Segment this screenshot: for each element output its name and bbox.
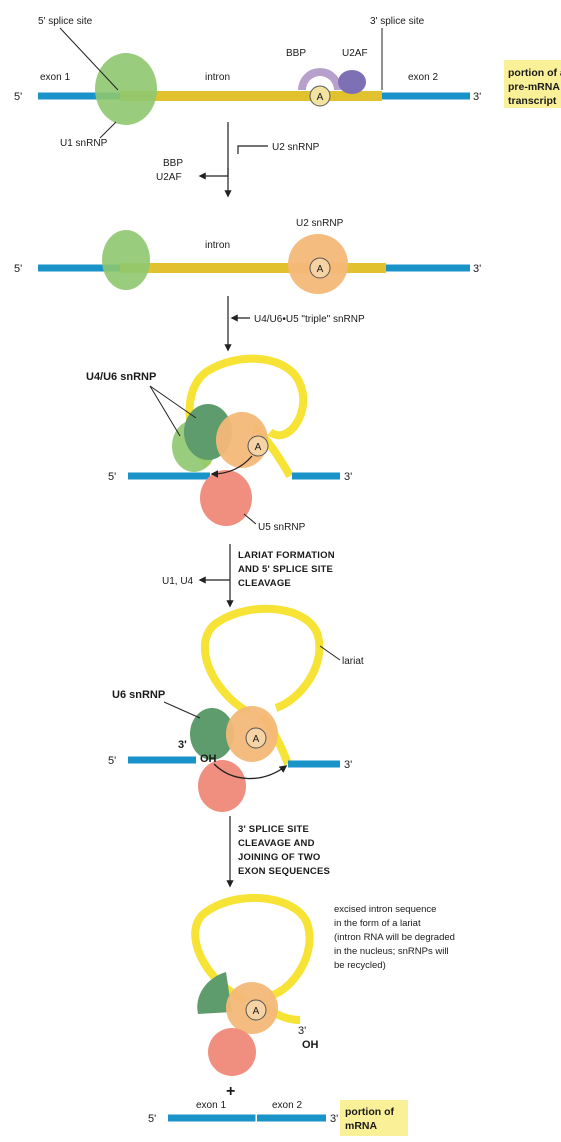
step3-out-label: U1, U4 xyxy=(162,576,194,587)
u5-pointer xyxy=(244,514,256,524)
oh-label-5: OH xyxy=(302,1039,319,1051)
u2af-protein xyxy=(338,70,366,94)
note-line-5: be recycled) xyxy=(334,960,386,971)
exon1-label: exon 1 xyxy=(40,72,70,83)
premrna-box-line3: transcript xyxy=(508,95,557,107)
intron-label: intron xyxy=(205,72,230,83)
three-prime-end-4: 3' xyxy=(344,759,352,771)
step4-label-2: CLEAVAGE AND xyxy=(238,838,315,849)
u5-snrnp-4 xyxy=(198,760,246,812)
lariat-label: lariat xyxy=(342,656,364,667)
note-line-2: in the form of a lariat xyxy=(334,918,421,929)
step3-label-2: AND 5' SPLICE SITE xyxy=(238,564,333,575)
note-line-1: excised intron sequence xyxy=(334,904,436,915)
step1-in-label: U2 snRNP xyxy=(272,142,320,153)
three-prime-end: 3' xyxy=(473,91,481,103)
branch-point-a-3-label: A xyxy=(255,442,262,453)
mrna-box-line2: mRNA xyxy=(345,1120,378,1132)
intron-label-2: intron xyxy=(205,240,230,251)
u1-pointer xyxy=(100,122,116,138)
stage-excised: A 3' OH excised intron sequence in the f… xyxy=(195,898,455,1076)
branch-point-a-4-label: A xyxy=(253,734,260,745)
u2-label: U2 snRNP xyxy=(296,218,344,229)
step3-arrows: U1, U4 LARIAT FORMATION AND 5' SPLICE SI… xyxy=(162,544,335,606)
branch-point-a-5-label: A xyxy=(253,1006,260,1017)
three-prime-end-2: 3' xyxy=(473,263,481,275)
branch-point-a-label: A xyxy=(317,92,324,103)
splice3-label: 3' splice site xyxy=(370,16,425,27)
step3-label-3: CLEAVAGE xyxy=(238,578,291,589)
stage-premrna: A 5' 3' 5' splice site 3' splice site ex… xyxy=(14,16,561,149)
step1-in-arrow xyxy=(238,146,268,154)
stage-mrna: + exon 1 exon 2 5' 3' portion of mRNA xyxy=(148,1083,408,1136)
mrna-three-prime: 3' xyxy=(330,1113,338,1125)
bbp-label: BBP xyxy=(286,48,306,59)
step4-label-3: JOINING OF TWO xyxy=(238,852,321,863)
oh-label-4: OH xyxy=(200,753,217,765)
premrna-box-line2: pre-mRNA xyxy=(508,81,560,93)
u4u6-pointer-2 xyxy=(150,386,180,436)
step1-out-label-2: U2AF xyxy=(156,172,182,183)
step3-label-1: LARIAT FORMATION xyxy=(238,550,335,561)
five-prime-end-4: 5' xyxy=(108,755,116,767)
five-prime-end: 5' xyxy=(14,91,22,103)
u1-snrnp xyxy=(95,53,157,125)
three-prime-end-5: 3' xyxy=(298,1025,306,1037)
u6-pointer xyxy=(164,702,200,718)
stage-spliceosome: A 5' 3' U4/U6 snRNP U5 snRNP xyxy=(86,359,352,533)
mrna-box-line1: portion of xyxy=(345,1106,394,1118)
premrna-box-line1: portion of a xyxy=(508,67,561,79)
lariat-loop-4 xyxy=(205,609,320,712)
step2-arrows: U4/U6•U5 "triple" snRNP xyxy=(228,296,365,350)
exon1-three-prime-4: 3' xyxy=(178,739,187,751)
u2af-label: U2AF xyxy=(342,48,368,59)
plus-sign: + xyxy=(226,1083,235,1100)
note-line-4: in the nucleus; snRNPs will xyxy=(334,946,449,957)
step2-in-label: U4/U6•U5 "triple" snRNP xyxy=(254,314,365,325)
step1-arrows: U2 snRNP BBP U2AF xyxy=(156,122,320,196)
stage-lariat: A OH 5' 3' 3' U6 snRNP lariat xyxy=(108,609,364,812)
u4u6-label: U4/U6 snRNP xyxy=(86,371,156,383)
u5-snrnp-3 xyxy=(200,470,252,526)
u1-label: U1 snRNP xyxy=(60,138,108,149)
u1-snrnp-2 xyxy=(102,230,150,290)
u6-label: U6 snRNP xyxy=(112,689,165,701)
mrna-exon1-label: exon 1 xyxy=(196,1100,226,1111)
stage-u2-bound: A 5' 3' intron U2 snRNP xyxy=(14,218,481,294)
step4-label-4: EXON SEQUENCES xyxy=(238,866,330,877)
step1-out-label-1: BBP xyxy=(163,158,183,169)
five-prime-end-3: 5' xyxy=(108,471,116,483)
note-line-3: (intron RNA will be degraded xyxy=(334,932,455,943)
exon2-label: exon 2 xyxy=(408,72,438,83)
splice5-label: 5' splice site xyxy=(38,16,93,27)
mrna-five-prime: 5' xyxy=(148,1113,156,1125)
step1-out-arrow xyxy=(200,168,228,176)
branch-point-a-2-label: A xyxy=(317,264,324,275)
mrna-exon2-label: exon 2 xyxy=(272,1100,302,1111)
step4-arrows: 3' SPLICE SITE CLEAVAGE AND JOINING OF T… xyxy=(230,816,330,886)
u5-snrnp-5 xyxy=(208,1028,256,1076)
u5-label: U5 snRNP xyxy=(258,522,306,533)
five-prime-end-2: 5' xyxy=(14,263,22,275)
three-prime-end-3: 3' xyxy=(344,471,352,483)
step4-label-1: 3' SPLICE SITE xyxy=(238,824,309,835)
